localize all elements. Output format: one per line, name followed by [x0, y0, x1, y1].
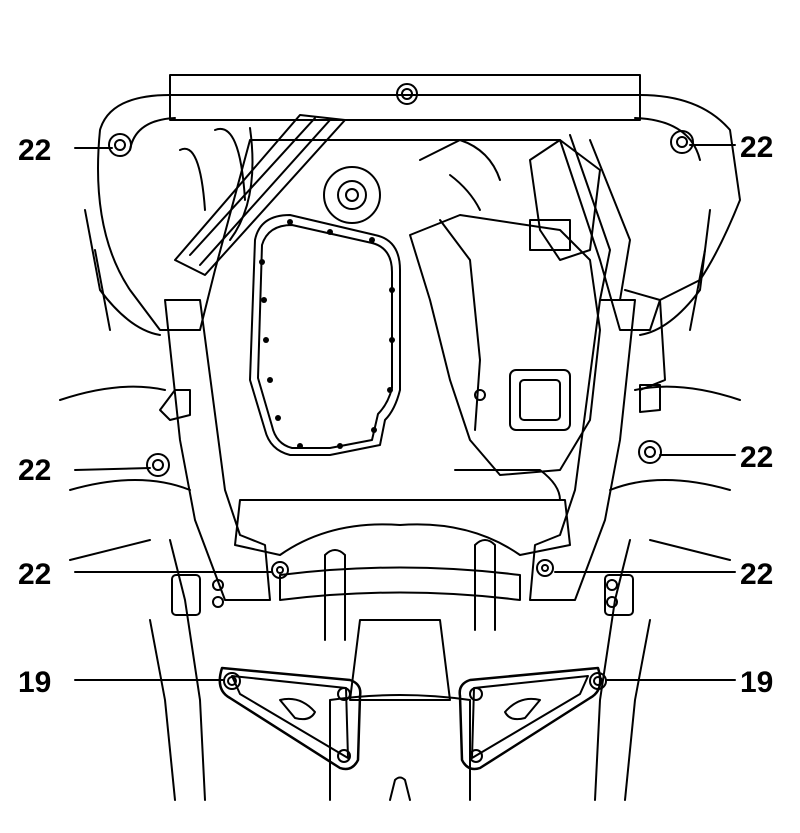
center-u-brackets — [324, 539, 496, 641]
callout-22-mid-right: 22 — [740, 441, 773, 474]
left-brace — [218, 666, 362, 771]
callout-19-right: 19 — [740, 666, 773, 699]
callout-22-mid-left: 22 — [18, 454, 51, 487]
callout-22-top-left: 22 — [18, 134, 51, 167]
leader-lines — [74, 144, 736, 681]
callout-22-low-right: 22 — [740, 558, 773, 591]
callout-19-left: 19 — [18, 666, 51, 699]
upper-frame — [97, 94, 741, 331]
diagonal-strut — [174, 114, 346, 276]
callout-labels: 22 22 22 22 22 22 19 19 — [18, 131, 773, 699]
transmission — [409, 214, 601, 476]
callout-22-top-right: 22 — [740, 131, 773, 164]
pulley — [323, 166, 381, 224]
oil-pan — [249, 214, 401, 456]
oil-pan-bolts — [259, 219, 395, 449]
bottom-crossmember — [234, 499, 571, 556]
mount-bolts — [108, 130, 694, 579]
top-crossmember — [169, 74, 641, 121]
drawing-linework — [59, 74, 741, 801]
callout-22-low-left: 22 — [18, 558, 51, 591]
right-rail — [529, 299, 636, 601]
left-rail — [164, 299, 271, 601]
